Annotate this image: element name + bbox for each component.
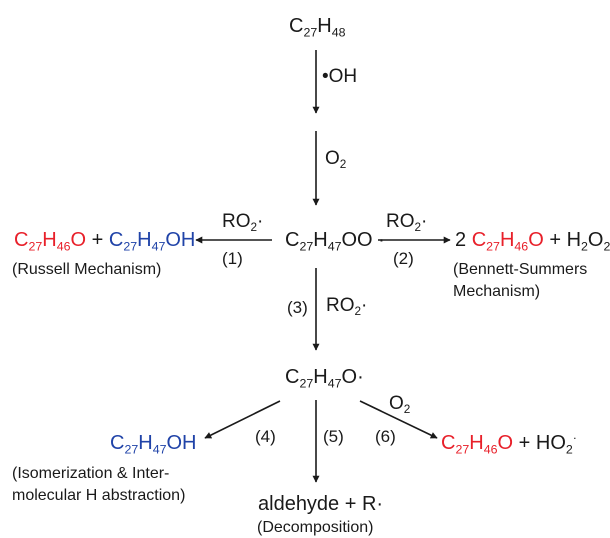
reaction-number-5: (5) xyxy=(323,427,344,446)
species-peroxy-radical: C27H47OO · xyxy=(285,229,385,254)
species-c27h48: C27H48 xyxy=(289,15,346,40)
reagent-ro2-2: RO2· xyxy=(386,211,428,235)
o2-abstraction-products: C27H46O + HO2· xyxy=(441,430,577,457)
isomerization-label-line1: (Isomerization & Inter- xyxy=(12,465,170,482)
aldehyde-products: aldehyde + R· xyxy=(258,493,384,515)
isomerization-label-line2: molecular H abstraction) xyxy=(12,487,186,504)
reagent-ro2-1: RO2· xyxy=(222,211,264,235)
isomerization-alcohol: C27H47OH xyxy=(110,432,197,457)
decomposition-label: (Decomposition) xyxy=(257,519,374,536)
bennett-ketone: C27H46O xyxy=(471,229,544,254)
reagent-oh-radical: •OH xyxy=(322,66,358,87)
species-alkoxy-radical: C27H47O· xyxy=(285,366,364,391)
bennett-summers-products: 2 C27H46O + H2O2 xyxy=(455,229,610,254)
reagent-ro2-3: RO2· xyxy=(326,295,368,319)
russell-alcohol: C27H47OH xyxy=(108,229,196,254)
russell-products: C27H46O + C27H47OH xyxy=(14,229,196,254)
arrow-o2-abstraction xyxy=(359,400,438,439)
russell-mechanism-label: (Russell Mechanism) xyxy=(12,261,162,278)
reaction-number-3: (3) xyxy=(287,298,308,317)
russell-ketone: C27H46O xyxy=(14,229,87,254)
o2-ketone: C27H46O xyxy=(441,432,514,457)
reaction-number-2: (2) xyxy=(393,249,414,268)
bennett-summers-label-line1: (Bennett-Summers xyxy=(453,261,588,278)
reagent-o2-6: O2 xyxy=(389,393,411,417)
bennett-summers-label-line2: Mechanism) xyxy=(453,283,541,300)
arrow-isomerization xyxy=(204,400,281,439)
reaction-number-1: (1) xyxy=(222,249,243,268)
reaction-number-6: (6) xyxy=(375,427,396,446)
reaction-number-4: (4) xyxy=(255,427,276,446)
reagent-o2: O2 xyxy=(325,148,347,172)
